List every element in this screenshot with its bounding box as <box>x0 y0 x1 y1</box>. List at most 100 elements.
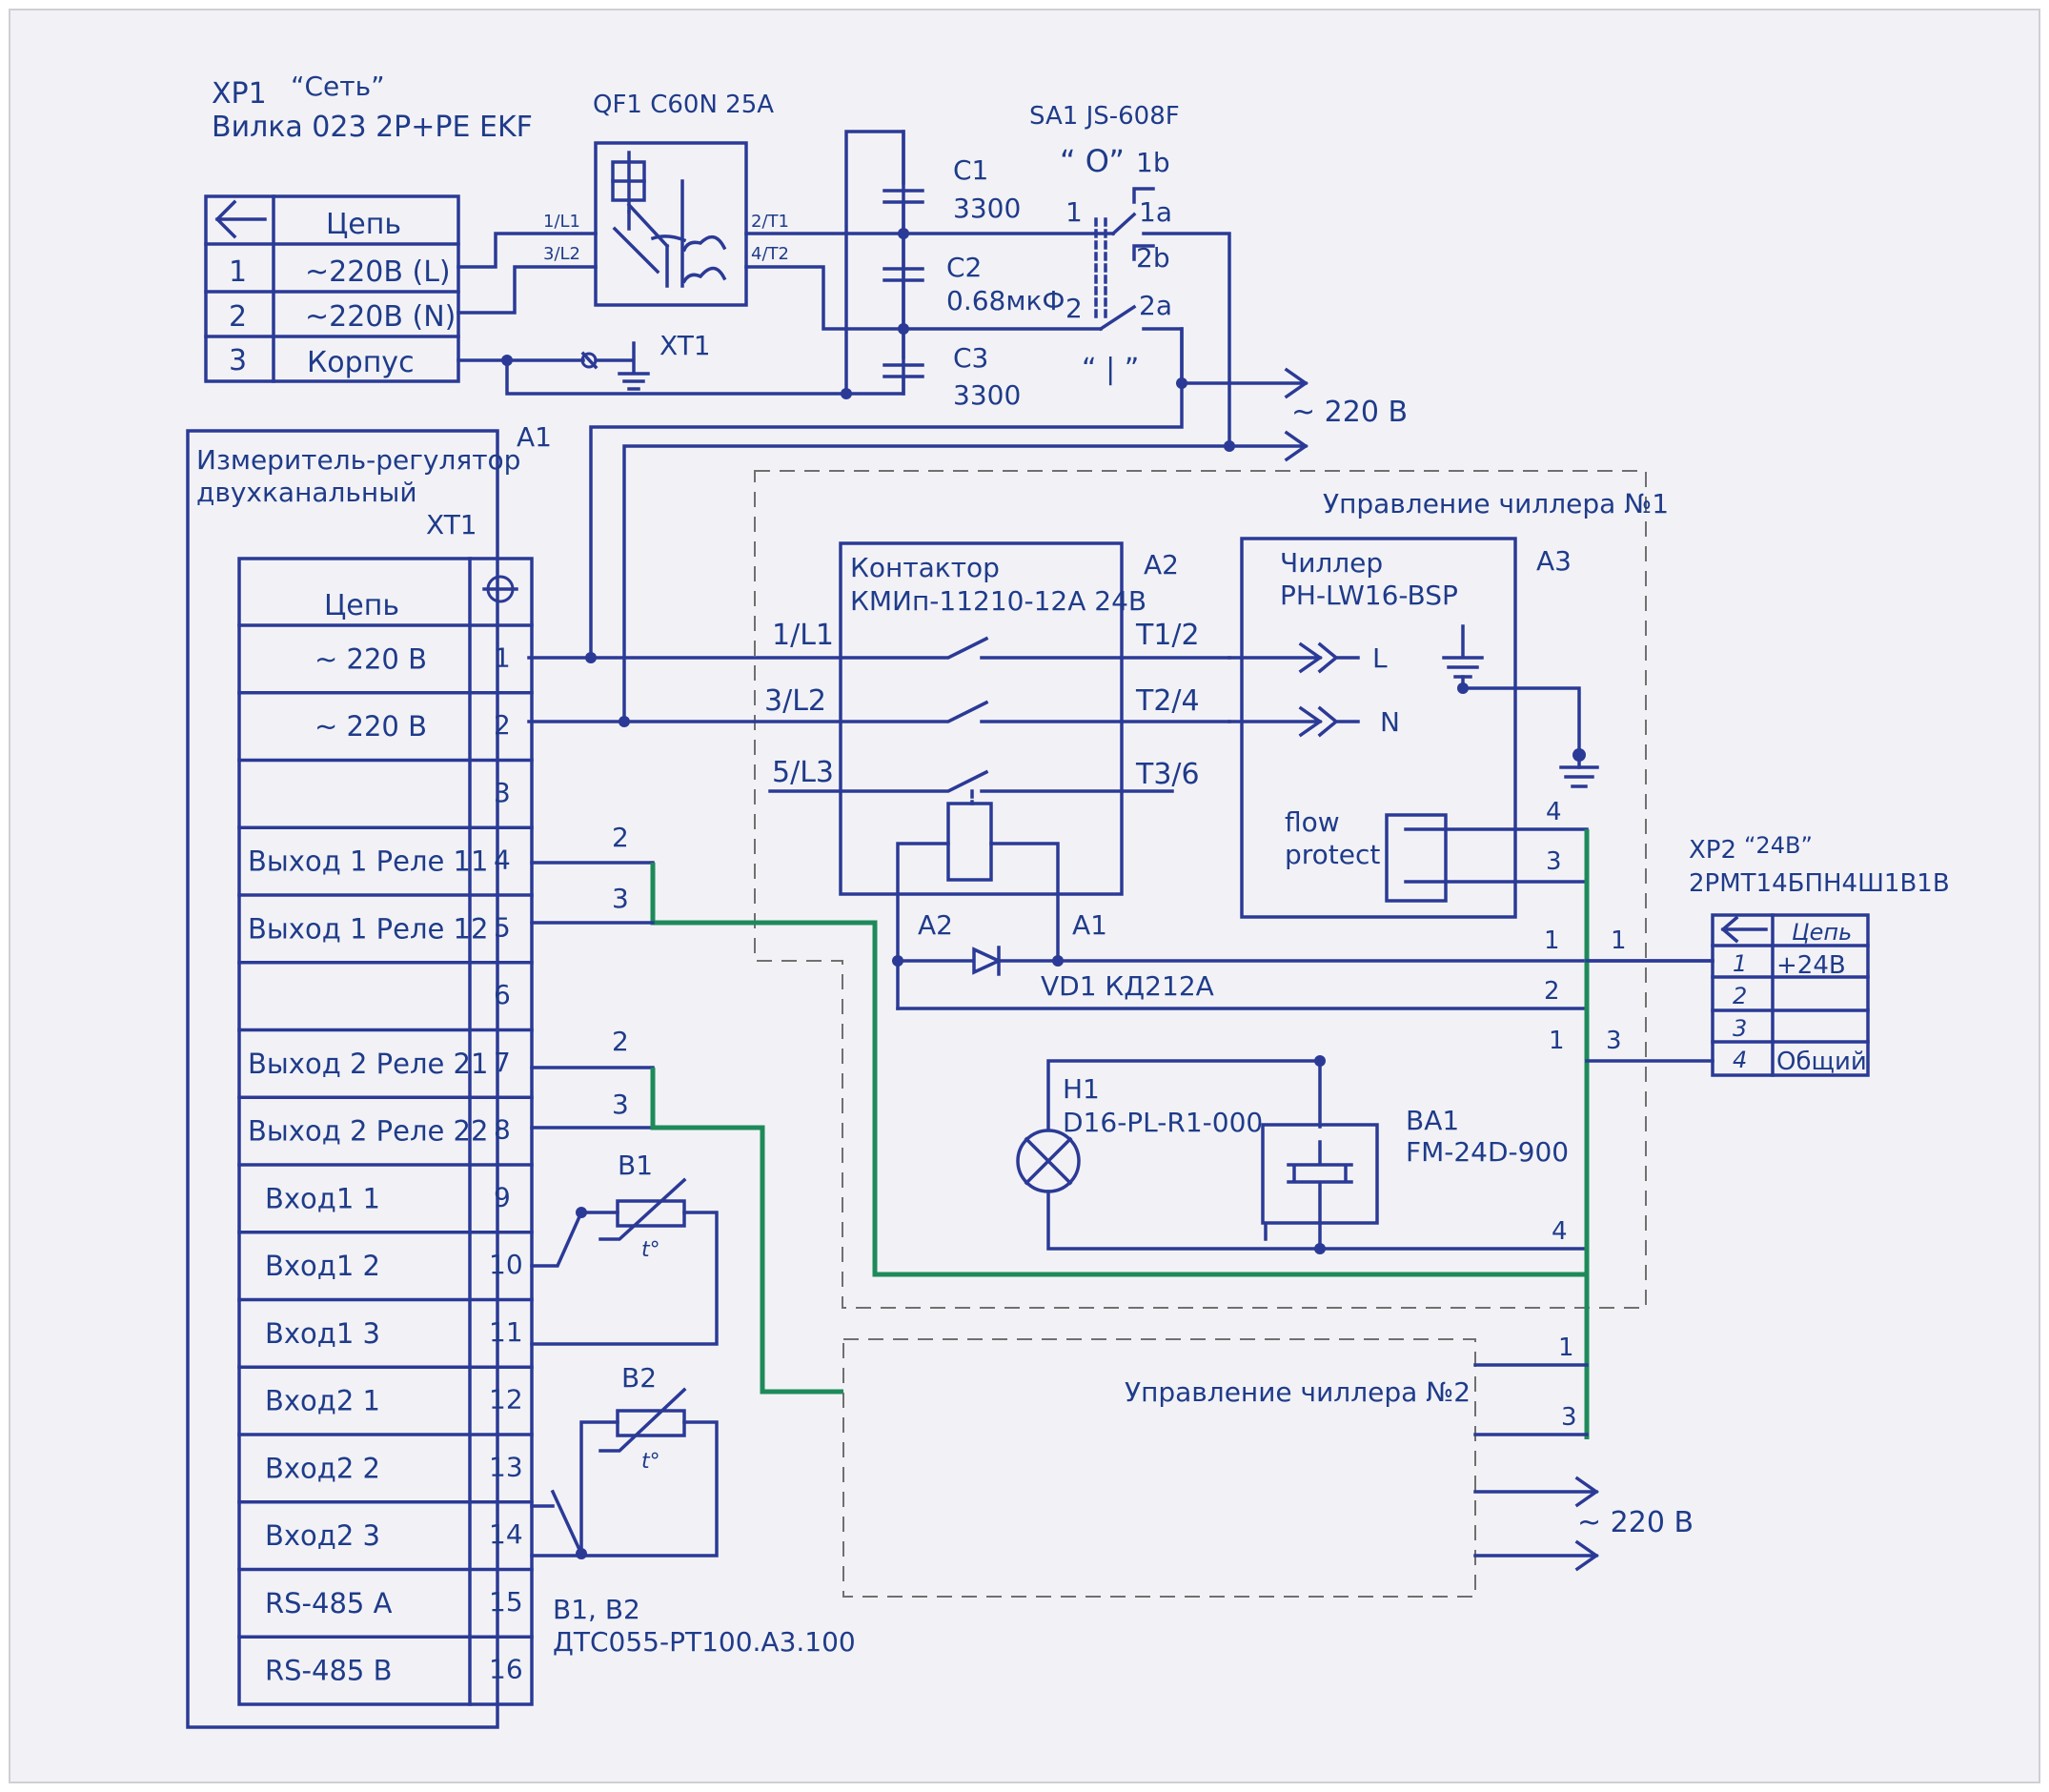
out-220-top: ~ 220 В <box>1291 396 1408 429</box>
a1-row-label: Вход2 1 <box>265 1385 380 1417</box>
a1-row-label: Вход1 3 <box>265 1317 380 1350</box>
chiller2-boundary <box>842 1338 1476 1598</box>
a3-pin-4: 4 <box>1546 798 1562 826</box>
h1-ref: H1 <box>1063 1073 1100 1105</box>
xp2-ref: XP2 <box>1689 836 1736 865</box>
xp2-row-num: 3 <box>1733 1015 1747 1042</box>
a1-title: Измеритель-регулятор <box>196 444 520 476</box>
lamp-icon <box>1016 1129 1081 1193</box>
wire-label: 3 <box>612 883 629 914</box>
a1-terminal-number: 4 <box>494 845 511 876</box>
wire-label: 3 <box>1561 1403 1577 1432</box>
xp1-row-label: ~220В (L) <box>305 255 451 289</box>
a3-pin-n: N <box>1380 706 1400 738</box>
b2-t-label: t° <box>641 1450 660 1474</box>
a3-ref: A3 <box>1536 545 1572 577</box>
xp1-desc: Вилка 023 2P+PE EKF <box>212 111 533 144</box>
a1-ref: A1 <box>517 421 552 453</box>
a1-row-label: RS-485 B <box>265 1655 393 1687</box>
a1-row-label: Вход1 2 <box>265 1250 380 1282</box>
b1-ref: B1 <box>618 1150 653 1181</box>
ba1-ref: BA1 <box>1406 1105 1459 1136</box>
a2-ref: A2 <box>1144 549 1179 580</box>
xp1-row-label: Корпус <box>307 346 415 379</box>
capacitor-block: C1 3300 C2 0.68мкФ C3 3300 <box>841 130 1065 411</box>
a1-row-label: Выход 2 Реле 22 <box>248 1115 488 1148</box>
a1-row-label: ~ 220 В <box>314 642 427 675</box>
xt1-ground-label: XT1 <box>659 330 711 361</box>
a1-terminal-number: 8 <box>494 1114 511 1146</box>
flow-protect-label: protect <box>1285 839 1380 870</box>
a1-row-label: Выход 1 Реле 12 <box>248 912 488 945</box>
xp2-row-label: +24В <box>1776 951 1846 980</box>
ba1-model: FM-24D-900 <box>1406 1136 1569 1168</box>
sa1-on-label: “ | ” <box>1082 353 1139 386</box>
a3-pin-3: 3 <box>1546 847 1562 876</box>
qf1-breaker: QF1 C60N 25A 1/L1 3/L2 2/T1 4/T2 <box>543 91 789 307</box>
c1-ref: C1 <box>953 154 988 186</box>
a1-terminal-number: 7 <box>494 1047 511 1078</box>
a1-row-label: Выход 2 Реле 21 <box>248 1048 488 1080</box>
a1-terminal-number: 15 <box>489 1586 523 1618</box>
wire-label: 1 <box>1544 927 1560 955</box>
a2-pin: 1/L1 <box>772 619 834 652</box>
a1-header: Цепь <box>324 589 399 622</box>
a1-terminal-number: 16 <box>489 1654 523 1685</box>
a1-terminal-number: 1 <box>494 641 511 673</box>
wire-label: 1 <box>1611 927 1627 955</box>
a2-pin: T1/2 <box>1135 619 1200 652</box>
a1-terminal-number: 12 <box>489 1384 523 1415</box>
a1-terminal-number: 10 <box>489 1249 523 1280</box>
a1-controller: Измеритель-регулятор двухканальный A1 XT… <box>186 421 552 1729</box>
a2-title: КМИп-11210-12А 24В <box>850 585 1146 617</box>
xp2-connector: XP2 “24В” 2РМТ14БПН4Ш1В1В Цепь 1 +24В 2 … <box>1689 832 1950 1077</box>
terminal-icon <box>482 575 518 603</box>
sa1-contact: 2a <box>1139 290 1172 321</box>
xp1-row-label: ~220В (N) <box>305 300 456 334</box>
vd1-label: VD1 КД212А <box>1041 970 1214 1002</box>
a3-pin-l: L <box>1372 642 1388 674</box>
qf1-pin: 4/T2 <box>751 244 789 264</box>
arrow-left-icon <box>1720 915 1768 944</box>
plug-arrow-icon <box>1227 705 1360 738</box>
ba1-buzzer: BA1 FM-24D-900 <box>1261 1055 1569 1254</box>
wire-label: 2 <box>612 822 629 853</box>
sa1-pin: 1 <box>1065 196 1083 228</box>
sensors-model: ДТС055-PT100.А3.100 <box>553 1626 856 1658</box>
a2-pin: 3/L2 <box>764 684 826 718</box>
buzzer-icon <box>1261 1059 1379 1251</box>
a1-row-label: Вход2 2 <box>265 1452 380 1484</box>
a1-row-label: RS-485 A <box>265 1587 393 1619</box>
a1-terminal-table <box>237 557 534 1706</box>
plug-arrow-icon <box>1227 641 1360 674</box>
b2-sensor: B2 t° <box>530 1362 719 1559</box>
a1-terminal-number: 11 <box>489 1316 523 1348</box>
h1-lamp: H1 D16-PL-R1-000 <box>1016 1059 1589 1251</box>
xp1-ref: XP1 <box>212 77 267 111</box>
a1-row-label: ~ 220 В <box>314 710 427 743</box>
flow-protect-label: flow <box>1285 806 1340 838</box>
xp2-name: “24В” <box>1744 832 1813 859</box>
sa1-label: SA1 JS-608F <box>1029 102 1180 131</box>
out-220-chiller2: ~ 220 В <box>1577 1506 1694 1539</box>
c3-value: 3300 <box>953 379 1021 411</box>
coil-a2: A2 <box>918 909 953 941</box>
a3-title: PH-LW16-BSP <box>1280 580 1458 611</box>
ground-icon <box>594 341 650 391</box>
wire-label: 3 <box>612 1089 629 1120</box>
a2-pin: 5/L3 <box>772 756 834 789</box>
wire-label: 1 <box>1558 1334 1574 1362</box>
xp1-row-num: 3 <box>229 344 247 377</box>
xp1-row-num: 1 <box>229 255 247 289</box>
b1-t-label: t° <box>641 1238 660 1262</box>
c2-ref: C2 <box>946 252 982 283</box>
chiller1-boundary <box>754 470 1647 1309</box>
a1-row-label: Вход2 3 <box>265 1519 380 1552</box>
xp1-name: “Сеть” <box>291 71 385 102</box>
h1-model: D16-PL-R1-000 <box>1063 1107 1263 1138</box>
xp2-row-num: 4 <box>1733 1047 1747 1073</box>
a1-row-label: Вход1 1 <box>265 1182 380 1214</box>
qf1-pin: 3/L2 <box>543 244 580 264</box>
